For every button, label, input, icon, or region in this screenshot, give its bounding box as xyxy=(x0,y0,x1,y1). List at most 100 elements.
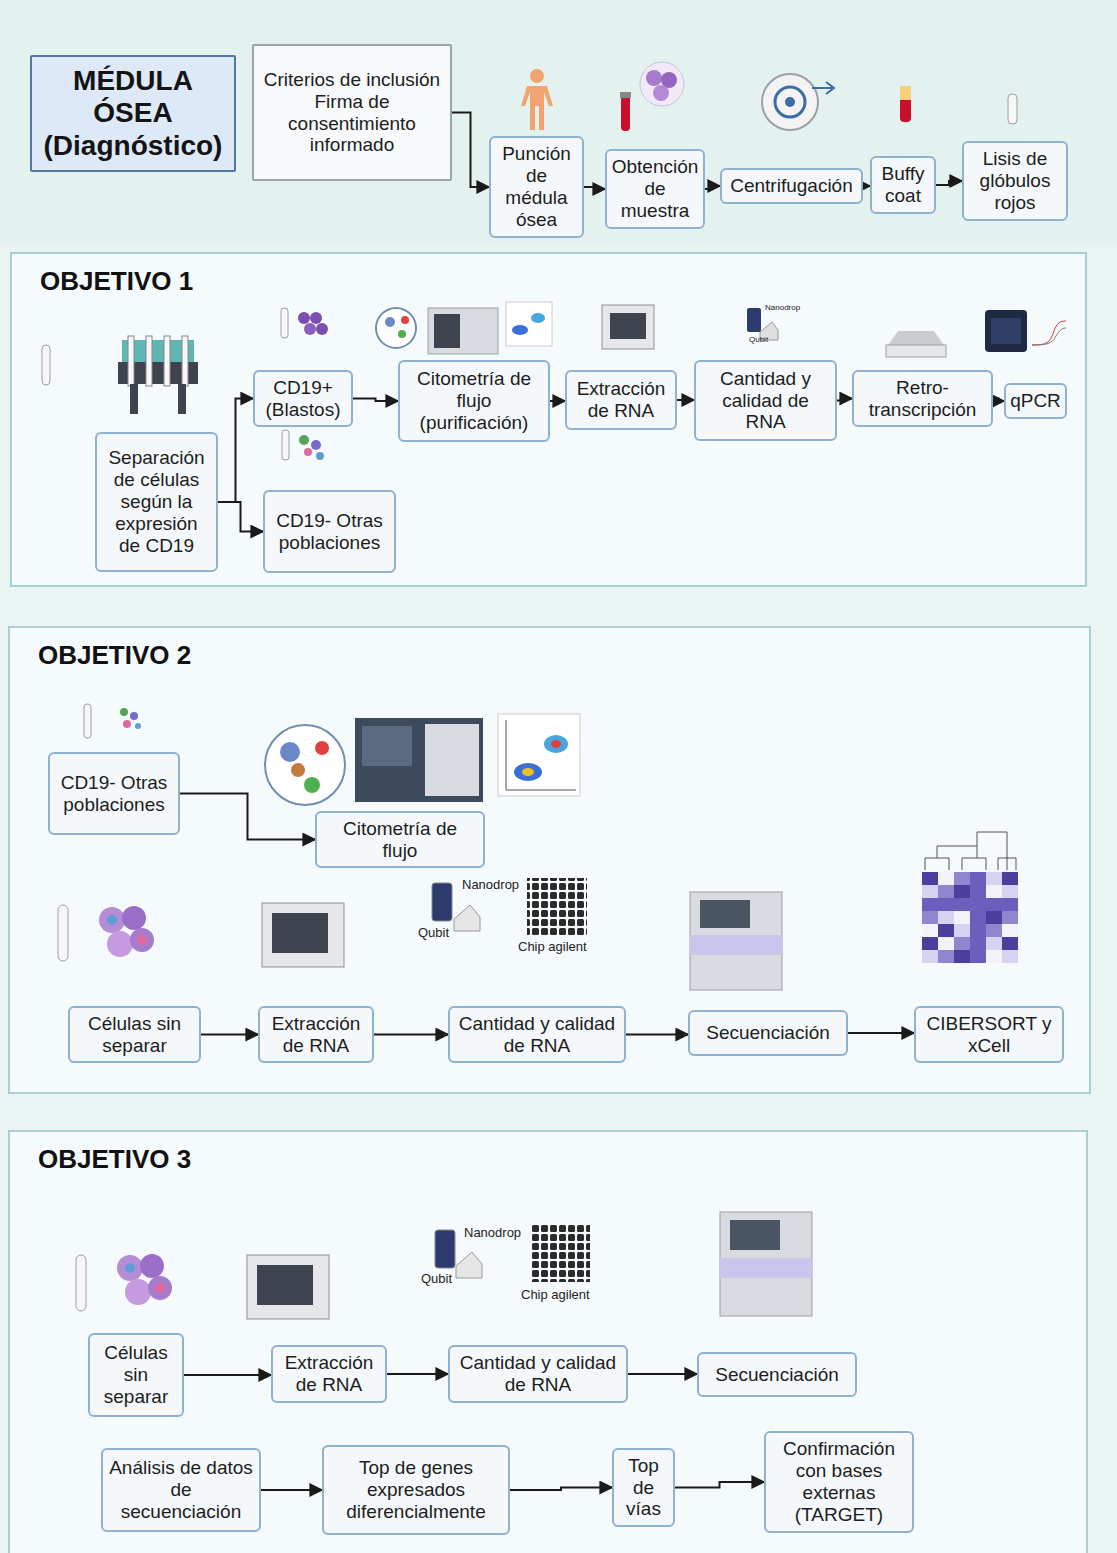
tube-icon xyxy=(76,1255,86,1311)
tube-icon xyxy=(42,345,50,385)
quantification-icon xyxy=(456,1252,482,1278)
buffy-coat-tube xyxy=(900,86,911,122)
cd19-positive-cells xyxy=(281,308,288,338)
buffy-coat-tube xyxy=(900,86,911,122)
sample-icon xyxy=(646,70,662,86)
quantification-icon xyxy=(432,883,452,921)
heatmap-icon xyxy=(954,898,970,911)
objective-panel: OBJETIVO 1Separación de células según la… xyxy=(10,252,1087,587)
mixed-cells-icon xyxy=(135,723,141,729)
magnet-rack-icon xyxy=(128,336,134,386)
heatmap-icon xyxy=(1002,937,1018,950)
quantification-icon xyxy=(435,1224,590,1282)
heatmap-icon xyxy=(922,911,938,924)
box-label: CD19+ (Blastos) xyxy=(261,377,345,421)
box-label: Centrifugación xyxy=(730,175,853,197)
process-box: CD19+ (Blastos) xyxy=(253,370,353,428)
flow-cytometer-icon xyxy=(512,325,528,335)
process-box: Extracción de RNA xyxy=(258,1006,374,1064)
flow-arrow xyxy=(180,794,315,840)
heatmap-icon xyxy=(970,911,986,924)
panel-fill xyxy=(8,626,1091,1094)
box-label: Citometría de flujo xyxy=(323,818,477,862)
magnet-rack-icon xyxy=(118,336,198,414)
flow-cytometer-icon xyxy=(376,302,552,354)
thermocycler-icon xyxy=(886,345,946,357)
rna-extractor-icon xyxy=(602,305,654,349)
mixed-cells-icon xyxy=(137,935,147,945)
objective-panel: OBJETIVO 3Células sin separarExtracción … xyxy=(8,1130,1088,1553)
flow-arrow xyxy=(837,399,852,401)
magnet-rack-icon xyxy=(146,336,152,386)
cd19-negative-cells xyxy=(316,452,324,460)
flow-arrow xyxy=(353,399,398,402)
box-label: Obtención de muestra xyxy=(612,156,699,222)
box-label: Citometría de flujo (purificación) xyxy=(406,368,542,434)
magnet-rack-icon xyxy=(182,336,188,386)
heatmap-icon xyxy=(970,885,986,898)
heatmap-icon xyxy=(954,950,970,963)
flow-arrow xyxy=(677,399,694,401)
mixed-cells-icon xyxy=(140,1254,164,1278)
heatmap-icon xyxy=(954,885,970,898)
cd19-positive-cells xyxy=(304,323,316,335)
heatmap-icon xyxy=(970,872,986,885)
process-box: Análisis de datos de secuenciación xyxy=(101,1448,261,1532)
quantification-icon xyxy=(530,1224,590,1282)
box-label: Cantidad y calidad de RNA xyxy=(456,1352,620,1396)
mixed-cells-icon xyxy=(130,928,154,952)
heatmap-icon xyxy=(922,937,938,950)
heatmap-icon xyxy=(922,950,938,963)
flow-arrow xyxy=(218,399,253,503)
flow-cytometer-icon xyxy=(428,308,498,354)
cd19-negative-cells xyxy=(304,448,312,456)
rna-extractor-icon xyxy=(262,903,344,967)
box-label: Análisis de datos de secuenciación xyxy=(109,1457,253,1523)
box-label: CIBERSORT y xCell xyxy=(922,1013,1056,1057)
panel-heading: OBJETIVO 1 xyxy=(40,266,193,297)
process-box: Extracción de RNA xyxy=(565,370,677,430)
flow-arrow xyxy=(628,1373,697,1375)
flow-arrow xyxy=(550,400,565,402)
sequencer-icon xyxy=(690,892,782,990)
process-box: Células sin separar xyxy=(68,1006,201,1064)
heatmap-icon xyxy=(938,872,954,885)
flow-cytometer-icon xyxy=(280,742,300,762)
qpcr-icon xyxy=(1032,328,1066,345)
person-icon xyxy=(530,69,544,83)
box-label: CD19- Otras poblaciones xyxy=(271,510,388,554)
flow-cytometer-icon xyxy=(514,763,542,781)
flow-cytometer-icon xyxy=(551,740,561,748)
process-box: Cantidad y calidad de RNA xyxy=(448,1006,626,1064)
box-label: Criterios de inclusión Firma de consenti… xyxy=(260,69,444,156)
heatmap-icon xyxy=(954,924,970,937)
heatmap-icon xyxy=(925,832,1016,870)
instrument-label: Qubit xyxy=(421,1272,452,1285)
box-label: Extracción de RNA xyxy=(279,1352,379,1396)
heatmap-icon xyxy=(954,937,970,950)
quantification-icon xyxy=(747,308,761,332)
sequencer-icon xyxy=(690,892,782,990)
flow-cytometer-icon xyxy=(265,725,345,805)
heatmap-icon xyxy=(1002,911,1018,924)
flow-cytometer-icon xyxy=(376,308,416,348)
flow-cytometer-icon xyxy=(522,768,534,776)
process-box: Células sin separar xyxy=(88,1333,184,1417)
heatmap-icon xyxy=(922,924,938,937)
heatmap-icon xyxy=(922,885,938,898)
heatmap-icon xyxy=(986,885,1002,898)
flow-arrow xyxy=(374,1034,448,1036)
heatmap-icon xyxy=(986,950,1002,963)
heatmap-icon xyxy=(954,872,970,885)
process-box: Cantidad y calidad de RNA xyxy=(694,360,837,441)
sequencer-icon xyxy=(730,1220,780,1250)
flow-arrow xyxy=(261,1489,322,1491)
mixed-cells-icon xyxy=(125,1263,135,1273)
mixed-cells-icon xyxy=(117,1254,172,1305)
mixed-cells-icon xyxy=(99,907,125,933)
buffy-coat-tube xyxy=(900,86,911,100)
instrument-label: Qubit xyxy=(749,336,768,344)
process-box: Criterios de inclusión Firma de consenti… xyxy=(252,44,452,181)
qpcr-icon xyxy=(985,310,1066,352)
process-box: qPCR xyxy=(1004,383,1067,419)
